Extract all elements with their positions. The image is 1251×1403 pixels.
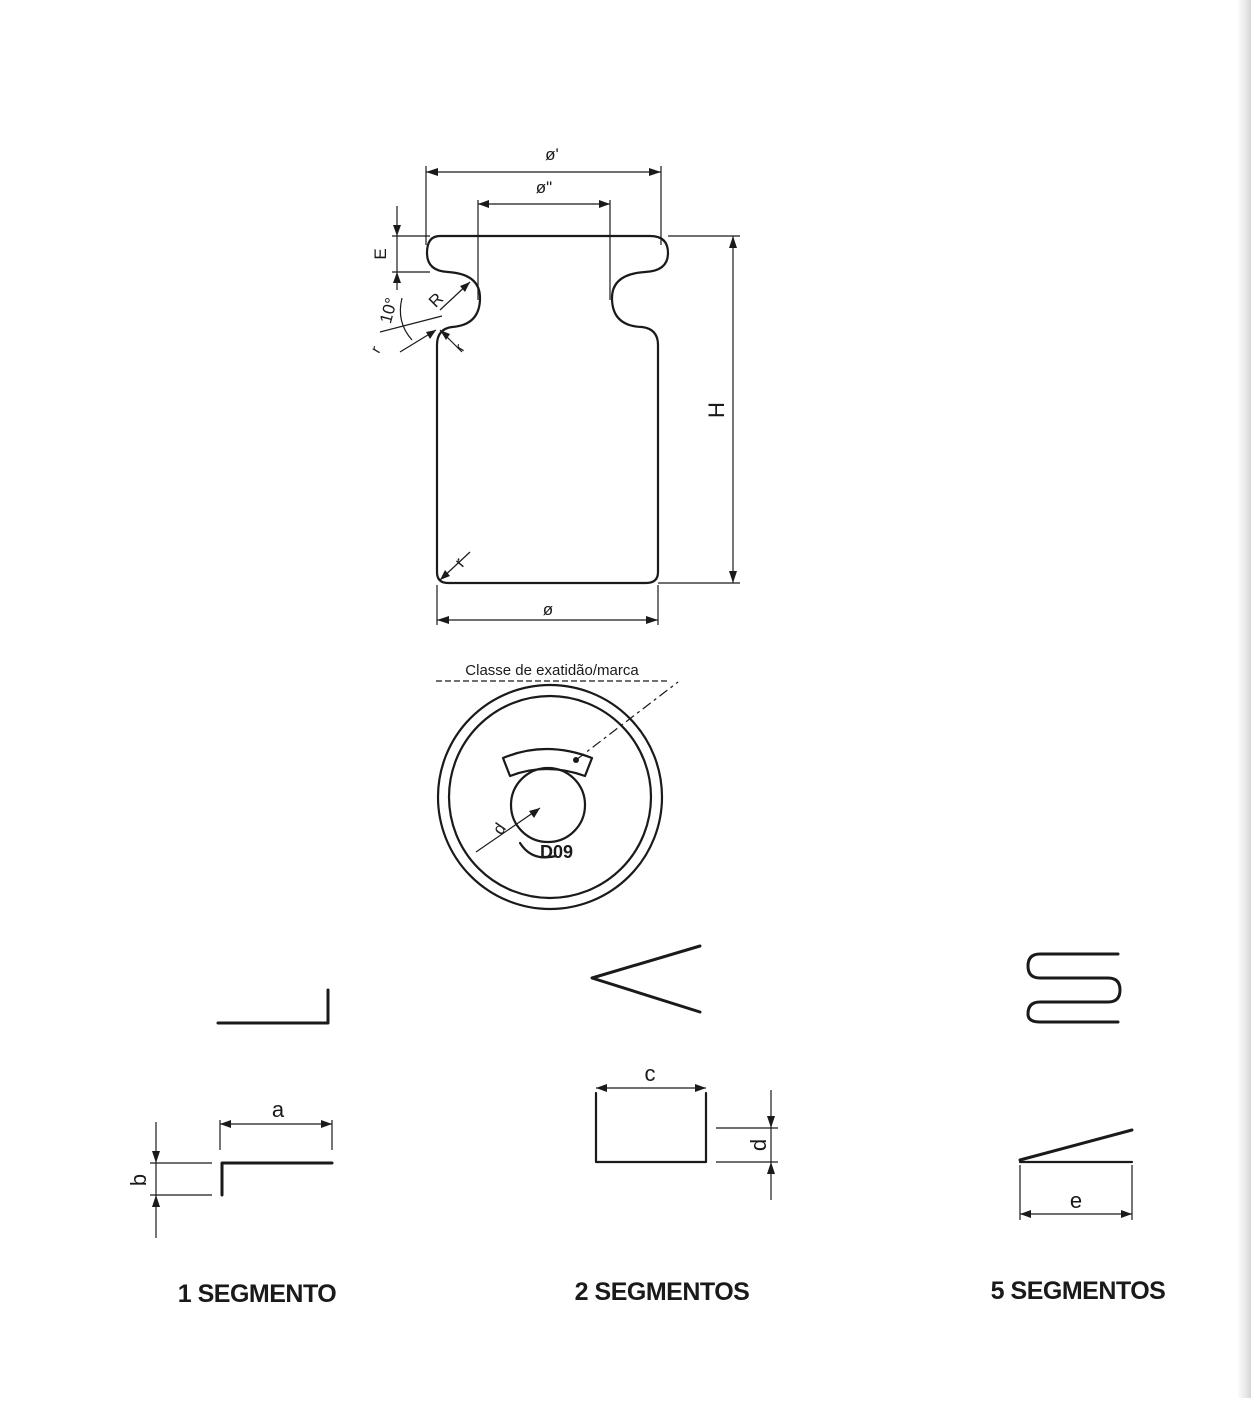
dim-c: c: [645, 1061, 656, 1086]
dim-top-diameter: ø': [545, 145, 559, 164]
stamp-text: D09: [540, 842, 573, 862]
dim-angle: 10°: [376, 296, 401, 326]
weight-top-view: Classe de exatidão/marca d D09: [436, 662, 679, 911]
dim-R: R: [425, 289, 447, 311]
page-edge-shadow: [1237, 0, 1251, 1398]
top-outer-rim: [436, 683, 664, 911]
dim-b: b: [126, 1174, 151, 1186]
dim-r-left: r: [367, 343, 384, 356]
one-segment-dims: a b: [126, 1097, 334, 1238]
dim-neck-diameter: ø": [536, 178, 552, 197]
weight-outline: [425, 234, 670, 585]
segment-symbols: a b c d: [126, 944, 1166, 1308]
dim-a: a: [272, 1097, 285, 1122]
dim-base-diameter: ø: [543, 600, 553, 619]
callout-accuracy-class: Classe de exatidão/marca: [465, 662, 639, 679]
five-segments-glyph: [1026, 952, 1122, 1024]
two-segments-dims: c d: [594, 1061, 778, 1200]
five-segments-dims: e: [1018, 1128, 1134, 1220]
one-segment-glyph: [216, 988, 330, 1025]
weight-side-view: ø' ø" E H R 10° r: [367, 145, 740, 625]
caption-1-segmento: 1 SEGMENTO: [178, 1280, 337, 1308]
dim-e: e: [1070, 1188, 1082, 1213]
dim-d-top-view: d: [489, 820, 510, 839]
marking-area: [501, 747, 594, 778]
top-knob-circle: [509, 766, 587, 844]
caption-5-segmentos: 5 SEGMENTOS: [991, 1277, 1166, 1305]
caption-2-segmentos: 2 SEGMENTOS: [575, 1278, 750, 1306]
dim-r-right: r: [451, 341, 468, 354]
top-inner-rim: [447, 694, 653, 900]
dim-d: d: [746, 1139, 771, 1151]
dim-H: H: [704, 402, 729, 418]
dim-E: E: [371, 248, 390, 259]
two-segments-glyph: [590, 944, 702, 1014]
